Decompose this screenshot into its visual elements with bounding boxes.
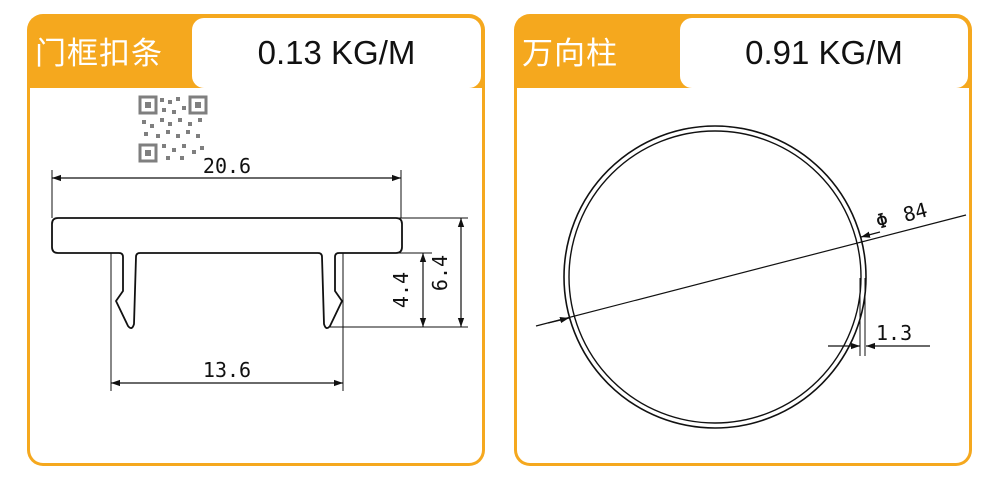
post-outer-circle bbox=[563, 125, 867, 429]
dim-line-diameter bbox=[535, 214, 967, 327]
weight-box: 0.13 KG/M bbox=[192, 18, 481, 88]
product-name: 万向柱 bbox=[522, 36, 618, 72]
post-inner-circle bbox=[568, 130, 862, 424]
product-card-universal-post: 万向柱 0.91 KG/M bbox=[514, 14, 972, 466]
dim-label-wall-thickness: 1.3 bbox=[876, 321, 912, 345]
dim-arrow bbox=[860, 231, 881, 238]
diameter-symbol: Φ bbox=[873, 208, 891, 234]
dim-label-overall-width: 20.6 bbox=[203, 154, 251, 178]
product-name: 门框扣条 bbox=[35, 36, 163, 72]
dim-label-leg-height: 4.4 bbox=[389, 272, 413, 308]
strip-profile bbox=[51, 217, 403, 329]
weight-value: 0.91 KG/M bbox=[745, 34, 903, 71]
card-body bbox=[517, 88, 969, 463]
dim-label-diameter: Φ 84 bbox=[873, 198, 930, 234]
product-card-door-frame-strip: 门框扣条 0.13 KG/M bbox=[27, 14, 485, 466]
dim-arrow bbox=[547, 317, 570, 324]
dim-label-total-height: 6.4 bbox=[428, 255, 452, 291]
weight-value: 0.13 KG/M bbox=[257, 34, 416, 71]
qr-code-icon bbox=[138, 95, 208, 163]
weight-box: 0.91 KG/M bbox=[680, 18, 968, 88]
card-body bbox=[30, 88, 482, 463]
diameter-value: 84 bbox=[900, 198, 929, 227]
svg-text:Φ 84: Φ 84 bbox=[873, 198, 930, 234]
dim-label-leg-spacing: 13.6 bbox=[203, 358, 251, 382]
